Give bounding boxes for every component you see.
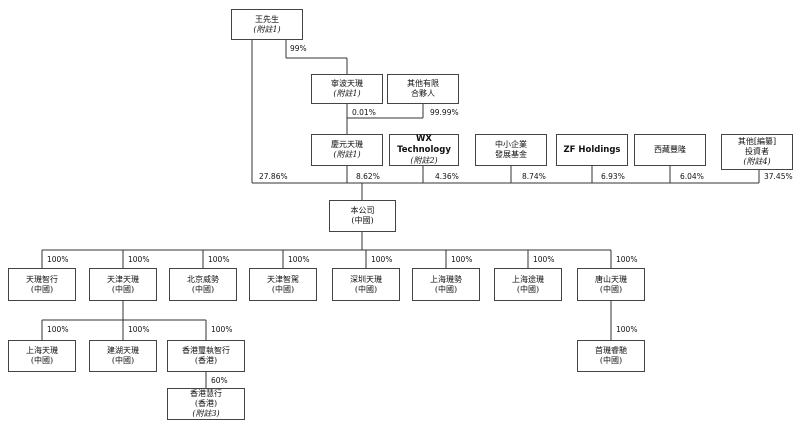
- pct-wang-ningbo: 99%: [290, 44, 307, 53]
- node-label-2: 合夥人: [411, 89, 435, 98]
- node-label: 北京威勢: [187, 274, 219, 284]
- pct-otherlp-qingyuan: 99.99%: [430, 108, 459, 117]
- pct-c8: 100%: [616, 255, 638, 264]
- node-label: 天津天璣: [107, 274, 139, 284]
- node-g4: 首璣睿馳 (中國): [577, 340, 645, 372]
- node-jurisdiction: (中國): [599, 284, 623, 294]
- pct-g2: 100%: [128, 325, 150, 334]
- pct-sme-company: 8.74%: [522, 172, 546, 181]
- pct-wang-company: 27.86%: [259, 172, 288, 181]
- node-label: 寧波天璣: [331, 79, 363, 88]
- node-label: 上海璣勢: [430, 274, 462, 284]
- node-label: 中小企業: [495, 140, 527, 149]
- node-sme-fund: 中小企業 發展基金: [475, 134, 547, 166]
- node-jurisdiction: (中國): [434, 284, 458, 294]
- node-label: ZF Holdings: [563, 144, 621, 155]
- node-jurisdiction: (中國): [354, 284, 378, 294]
- node-wang: 王先生 (附註1): [231, 9, 303, 40]
- pct-g3: 100%: [211, 325, 233, 334]
- node-jurisdiction: (香港): [194, 356, 218, 365]
- node-jurisdiction: (中國): [516, 284, 540, 294]
- pct-gg1: 60%: [211, 376, 228, 385]
- node-wx-technology: WX Technology (附註2): [389, 134, 459, 166]
- pct-c2: 100%: [128, 255, 150, 264]
- node-c6: 上海璣勢 (中國): [412, 268, 480, 301]
- node-ningbo: 寧波天璣 (附註1): [311, 74, 383, 104]
- node-g3: 香港璽執智行 (香港): [167, 340, 245, 372]
- pct-g1: 100%: [47, 325, 69, 334]
- node-jurisdiction: (中國): [111, 284, 135, 294]
- node-label: 本公司: [350, 206, 375, 215]
- node-label-2: 發展基金: [495, 150, 527, 159]
- node-note: (附註1): [333, 150, 361, 159]
- pct-g4: 100%: [616, 325, 638, 334]
- node-g2: 建湖天璣 (中國): [89, 340, 157, 372]
- node-label: 深圳天璣: [350, 274, 382, 284]
- node-label: 香港慧行: [190, 389, 222, 398]
- node-label: 天璣智行: [26, 274, 58, 284]
- node-note: (附註1): [253, 24, 281, 34]
- node-jurisdiction: (中國): [351, 216, 374, 225]
- node-jurisdiction: (中國): [111, 356, 135, 365]
- pct-zf-company: 6.93%: [601, 172, 625, 181]
- node-label: WX Technology: [397, 134, 451, 155]
- node-zf-holdings: ZF Holdings: [556, 134, 628, 166]
- node-c7: 上海途璣 (中國): [494, 268, 562, 301]
- node-label: 上海天璣: [26, 346, 58, 355]
- pct-ningbo-qingyuan: 0.01%: [352, 108, 376, 117]
- node-jurisdiction: (中國): [30, 356, 54, 365]
- node-label: 首璣睿馳: [595, 346, 627, 355]
- pct-c6: 100%: [451, 255, 473, 264]
- node-other-investors: 其他[編纂] 投資者 (附註4): [721, 134, 793, 170]
- pct-c3: 100%: [208, 255, 230, 264]
- pct-c7: 100%: [533, 255, 555, 264]
- node-label: 西藏豐隆: [654, 145, 686, 154]
- node-label: 天津智駕: [267, 274, 299, 284]
- node-c4: 天津智駕 (中國): [249, 268, 317, 301]
- pct-xizang-company: 6.04%: [680, 172, 704, 181]
- node-c8: 唐山天璣 (中國): [577, 268, 645, 301]
- node-c3: 北京威勢 (中國): [169, 268, 237, 301]
- node-c2: 天津天璣 (中國): [89, 268, 157, 301]
- node-label-2: 投資者: [745, 147, 769, 156]
- node-label: 王先生: [255, 14, 279, 24]
- node-label: 上海途璣: [512, 274, 544, 284]
- node-jurisdiction: (中國): [191, 284, 215, 294]
- node-label: 香港璽執智行: [182, 346, 230, 355]
- node-label: 慶元天璣: [331, 140, 363, 149]
- pct-c5: 100%: [371, 255, 393, 264]
- pct-otherinv-company: 37.45%: [764, 172, 793, 181]
- node-c1: 天璣智行 (中國): [8, 268, 76, 301]
- node-label: 建湖天璣: [107, 346, 139, 355]
- node-g1: 上海天璣 (中國): [8, 340, 76, 372]
- pct-wx-company: 4.36%: [435, 172, 459, 181]
- pct-c1: 100%: [47, 255, 69, 264]
- node-jurisdiction: (香港): [194, 399, 218, 408]
- node-company: 本公司 (中國): [329, 200, 396, 232]
- node-note: (附註4): [743, 157, 771, 166]
- node-jurisdiction: (中國): [271, 284, 295, 294]
- node-label: 唐山天璣: [595, 274, 627, 284]
- node-label: 其他有限: [407, 79, 439, 88]
- node-note: (附註2): [410, 155, 438, 165]
- pct-qingyuan-company: 8.62%: [356, 172, 380, 181]
- pct-c4: 100%: [288, 255, 310, 264]
- node-jurisdiction: (中國): [599, 356, 623, 365]
- node-note: (附註1): [333, 89, 361, 98]
- node-jurisdiction: (中國): [30, 284, 54, 294]
- node-note: (附註3): [192, 409, 220, 418]
- node-qingyuan: 慶元天璣 (附註1): [311, 134, 383, 166]
- node-gg1: 香港慧行 (香港) (附註3): [167, 388, 245, 420]
- node-label: 其他[編纂]: [737, 137, 777, 146]
- node-other-lp: 其他有限 合夥人: [387, 74, 459, 104]
- node-c5: 深圳天璣 (中國): [332, 268, 400, 301]
- node-xizang: 西藏豐隆: [634, 134, 706, 166]
